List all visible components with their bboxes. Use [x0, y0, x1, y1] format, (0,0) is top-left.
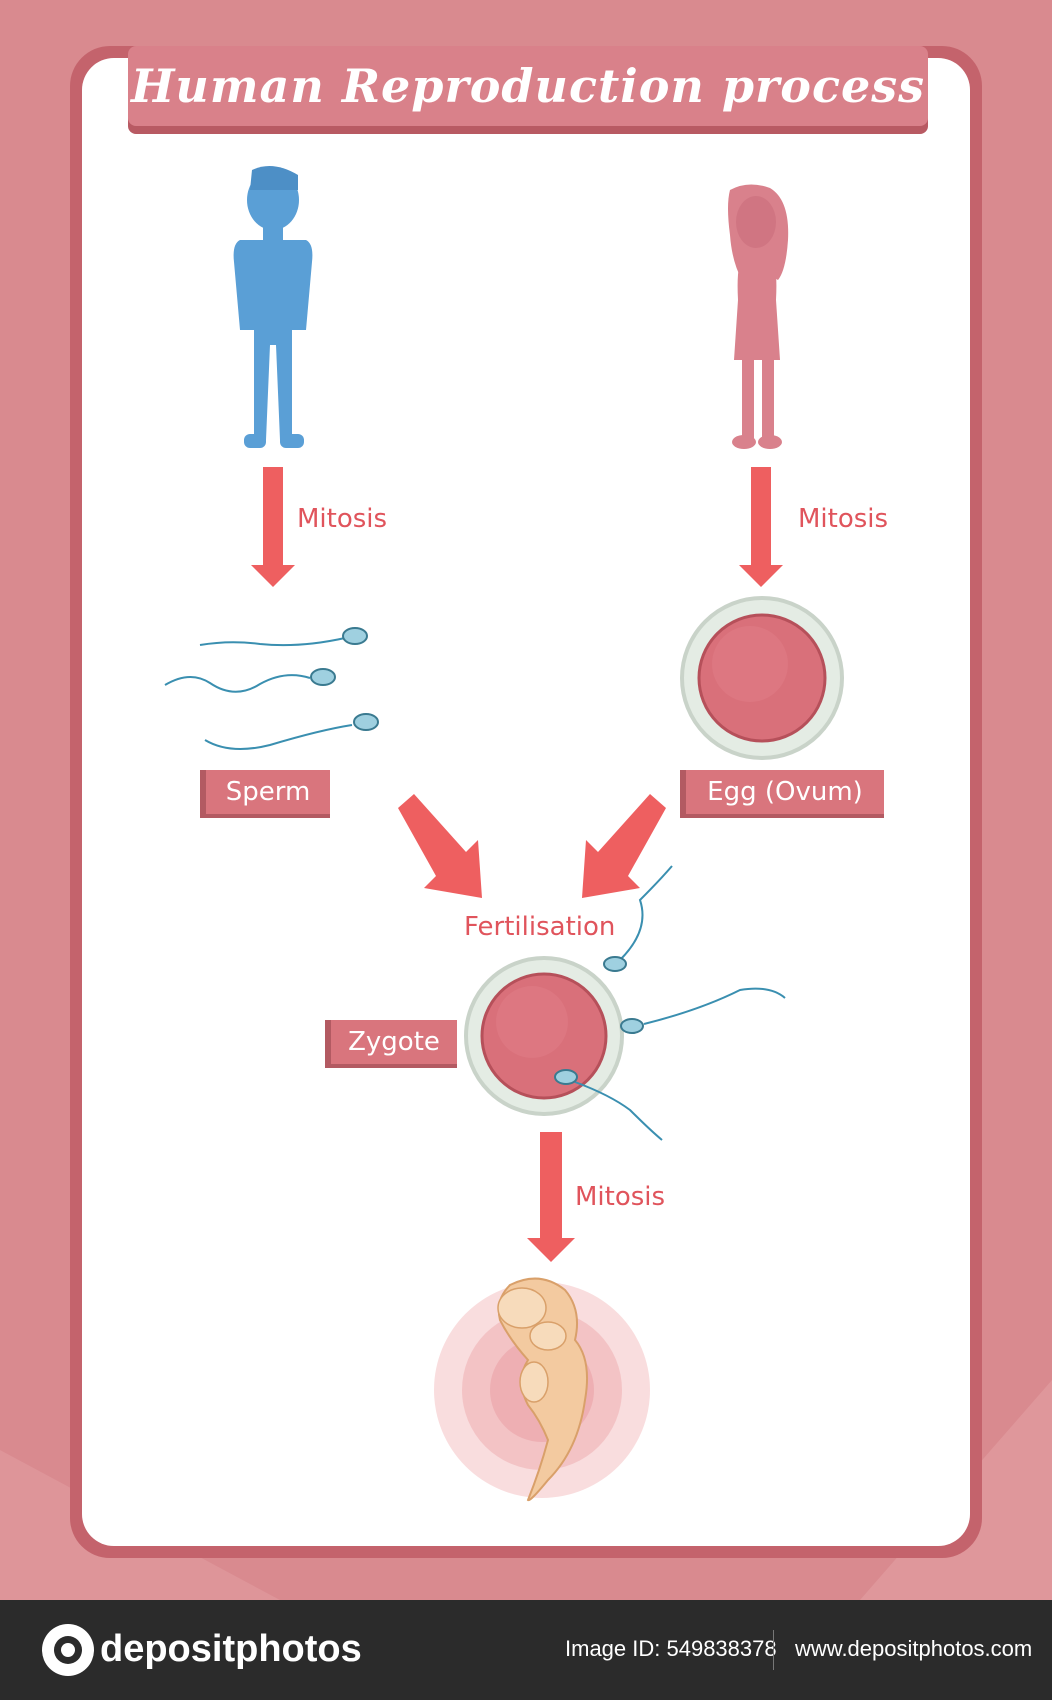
- page-title: Human Reproduction process: [130, 59, 926, 113]
- mitosis-label-male: Mitosis: [297, 504, 388, 534]
- female-silhouette-icon: [728, 184, 789, 449]
- mitosis-label-female: Mitosis: [798, 504, 889, 534]
- footer-brand: depositphotos: [100, 1628, 362, 1670]
- mitosis-label-zygote: Mitosis: [575, 1182, 666, 1212]
- sperm-label: Sperm: [200, 770, 330, 818]
- male-silhouette-icon: [233, 166, 313, 448]
- embryo-icon: [434, 1277, 650, 1502]
- title-banner: [128, 46, 928, 126]
- mitosis-arrow-zygote: [527, 1132, 575, 1262]
- footer-divider: [773, 1630, 774, 1670]
- fertilisation-label: Fertilisation: [464, 912, 616, 942]
- egg-cell-icon: [680, 596, 844, 760]
- footer-bar: depositphotos Image ID: 549838378 www.de…: [0, 1600, 1052, 1700]
- arrow-sperm-to-fertilisation: [398, 794, 482, 898]
- background-stripe: [860, 0, 1052, 1600]
- zygote-icon: [464, 956, 624, 1116]
- footer-url: www.depositphotos.com: [795, 1636, 1033, 1661]
- sperm-around-zygote-icon: [554, 865, 786, 1141]
- zygote-label: Zygote: [325, 1020, 457, 1068]
- sperm-cells-icon: [164, 627, 379, 750]
- depositphotos-logo-icon: [42, 1624, 94, 1676]
- mitosis-arrow-female: [739, 467, 783, 587]
- egg-label: Egg (Ovum): [680, 770, 884, 818]
- footer-image-id: Image ID: 549838378: [565, 1636, 777, 1661]
- diagram-canvas: [0, 0, 1052, 1600]
- arrow-egg-to-fertilisation: [582, 794, 666, 898]
- mitosis-arrow-male: [251, 467, 295, 587]
